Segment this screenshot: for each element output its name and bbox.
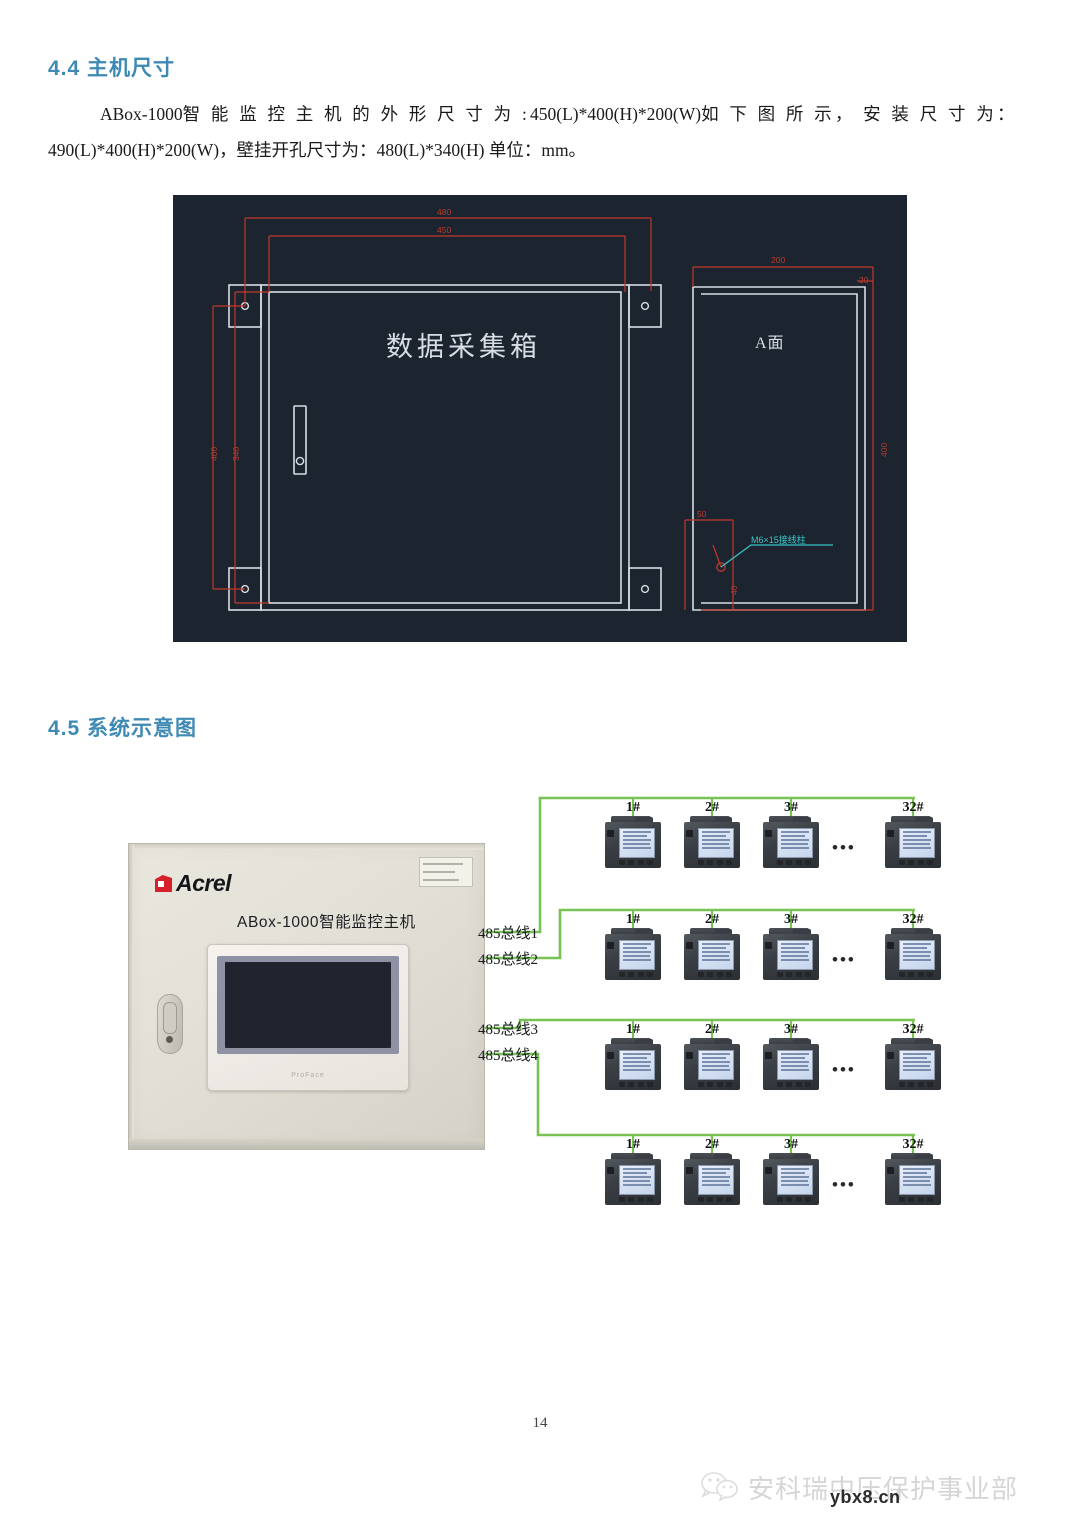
meter-label: 32# bbox=[902, 912, 924, 927]
para-dim-outline: 450(L)*400(H)*200(W) bbox=[530, 104, 702, 124]
para-dim-cutout: 480(L)*340(H) bbox=[376, 140, 485, 160]
acrel-logo-icon bbox=[155, 875, 172, 892]
wechat-icon bbox=[701, 1472, 738, 1502]
page-number: 14 bbox=[532, 1415, 548, 1431]
watermark-url: ybx8.cn bbox=[830, 1487, 901, 1507]
terminal-post-marker bbox=[716, 562, 726, 572]
meter-label: 2# bbox=[705, 800, 719, 815]
meter-row1-2[interactable]: 2# bbox=[684, 800, 740, 868]
meter-label: 1# bbox=[626, 1137, 640, 1152]
meter-row4-32[interactable]: 32# bbox=[885, 1137, 941, 1205]
cabinet-top-edge bbox=[129, 844, 484, 850]
side-dimension-lines bbox=[684, 266, 874, 611]
spec-nameplate-label bbox=[419, 857, 473, 887]
meter-label: 32# bbox=[902, 1022, 924, 1037]
hmi-display-frame bbox=[217, 956, 399, 1054]
top-dimension-lines bbox=[244, 217, 652, 306]
meter-row1-3[interactable]: 3# bbox=[763, 800, 819, 868]
meter-label: 2# bbox=[705, 912, 719, 927]
para-text-4: 单位：mm。 bbox=[488, 140, 587, 160]
meter-row2-32[interactable]: 32# bbox=[885, 912, 941, 980]
para-text-3: ，壁挂开孔尺寸为： bbox=[219, 140, 377, 160]
meter-label: 1# bbox=[626, 800, 640, 815]
section-4-4-paragraph: ABox-1000智 能 监 控 主 机 的 外 形 尺 寸 为 :450(L)… bbox=[48, 96, 1033, 168]
para-text-2: 如 下 图 所 示， 安 装 尺 寸 为： bbox=[701, 104, 1018, 124]
para-model: ABox-1000 bbox=[100, 104, 183, 124]
cabinet-left-edge bbox=[129, 844, 134, 1149]
meter-row3-2[interactable]: 2# bbox=[684, 1022, 740, 1090]
row1-ellipsis: ••• bbox=[832, 838, 856, 857]
meter-label: 2# bbox=[705, 1137, 719, 1152]
annotation-leader-line bbox=[720, 544, 833, 568]
cabinet-door-latch[interactable] bbox=[157, 994, 183, 1054]
meter-label: 32# bbox=[902, 1137, 924, 1152]
para-text-1: 智 能 监 控 主 机 的 外 形 尺 寸 为 : bbox=[182, 104, 531, 124]
bus-label-1: 485总线1 bbox=[478, 926, 539, 942]
meter-label: 32# bbox=[902, 800, 924, 815]
meter-label: 3# bbox=[784, 912, 798, 927]
abox-1000-cabinet-photo: Acrel ABox-1000智能监控主机 ProFace bbox=[128, 843, 485, 1150]
meter-drops bbox=[631, 798, 915, 1153]
watermark-text: 安科瑞中压保护事业部 bbox=[748, 1473, 1019, 1504]
row2-ellipsis: ••• bbox=[832, 950, 856, 969]
meter-row2-1[interactable]: 1# bbox=[605, 912, 661, 980]
bracket-holes bbox=[240, 301, 650, 594]
row4-ellipsis: ••• bbox=[832, 1175, 856, 1194]
meter-label: 2# bbox=[705, 1022, 719, 1037]
meter-label: 1# bbox=[626, 912, 640, 927]
bus-wiring-svg bbox=[475, 796, 915, 1153]
section-heading-4-5: 4.5 系统示意图 bbox=[48, 717, 198, 740]
cabinet-bottom-edge bbox=[129, 1139, 484, 1149]
meter-label: 3# bbox=[784, 1022, 798, 1037]
section-heading-4-4: 4.4 主机尺寸 bbox=[48, 57, 176, 80]
left-dimension-lines bbox=[212, 291, 269, 604]
cad-dimension-drawing: 数据采集箱 A面 480 450 400 340 200 20 400 50 4… bbox=[173, 195, 907, 642]
meter-row4-2[interactable]: 2# bbox=[684, 1137, 740, 1205]
hmi-touchscreen[interactable]: ProFace bbox=[207, 944, 409, 1091]
bus-label-3: 485总线3 bbox=[478, 1022, 539, 1038]
meter-row4-1[interactable]: 1# bbox=[605, 1137, 661, 1205]
para-dim-install: 490(L)*400(H)*200(W) bbox=[48, 140, 220, 160]
meter-row1-1[interactable]: 1# bbox=[605, 800, 661, 868]
meter-label: 3# bbox=[784, 800, 798, 815]
system-schematic-diagram: Acrel ABox-1000智能监控主机 ProFace 485总线1 485… bbox=[120, 780, 1040, 1240]
bus-label-4: 485总线4 bbox=[478, 1048, 539, 1064]
acrel-brand-text: Acrel bbox=[176, 870, 232, 896]
row3-ellipsis: ••• bbox=[832, 1060, 856, 1079]
meter-row2-3[interactable]: 3# bbox=[763, 912, 819, 980]
acrel-brand: Acrel bbox=[155, 870, 232, 897]
meter-row3-32[interactable]: 32# bbox=[885, 1022, 941, 1090]
meter-row2-2[interactable]: 2# bbox=[684, 912, 740, 980]
meter-row4-3[interactable]: 3# bbox=[763, 1137, 819, 1205]
meter-label: 1# bbox=[626, 1022, 640, 1037]
bus-label-2: 485总线2 bbox=[478, 952, 539, 968]
hmi-screen[interactable] bbox=[225, 962, 391, 1048]
cabinet-model-label: ABox-1000智能监控主机 bbox=[237, 914, 416, 931]
bus-lines bbox=[475, 796, 915, 1137]
cad-drawing-svg bbox=[212, 217, 874, 611]
meter-row3-1[interactable]: 1# bbox=[605, 1022, 661, 1090]
meter-row3-3[interactable]: 3# bbox=[763, 1022, 819, 1090]
hmi-brand-label: ProFace bbox=[291, 1072, 325, 1079]
meter-label: 3# bbox=[784, 1137, 798, 1152]
front-view-geometry bbox=[228, 284, 662, 611]
footer-watermark: 安科瑞中压保护事业部 bbox=[700, 1462, 1060, 1512]
meter-row1-32[interactable]: 32# bbox=[885, 800, 941, 868]
